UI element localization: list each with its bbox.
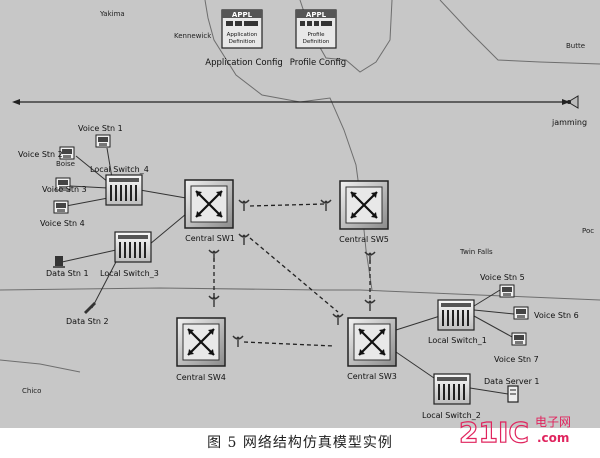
voice-stn-1-label: Voice Stn 1: [78, 124, 123, 133]
city-butte: Butte: [566, 42, 585, 50]
voice-stn-2-label: Voice Stn 2: [18, 150, 63, 159]
voice-stn-6-label: Voice Stn 6: [534, 311, 579, 320]
jamming-node[interactable]: [567, 95, 579, 109]
profile-config-badge: APPL: [306, 11, 327, 19]
voice-stn-5-label: Voice Stn 5: [480, 273, 525, 282]
wired-links: [61, 147, 515, 395]
central-sw5-node[interactable]: [338, 179, 390, 231]
profile-config-line2: Definition: [303, 39, 330, 45]
central-sw3-node[interactable]: [346, 316, 398, 368]
application-config-label: Application Config: [205, 58, 282, 68]
voice-stn-4-node[interactable]: [53, 200, 69, 214]
profile-config-label: Profile Config: [290, 58, 346, 68]
central-sw1-label: Central SW1: [185, 234, 235, 243]
app-config-line1: Application: [227, 32, 258, 38]
data-stn-1-node[interactable]: [53, 256, 65, 268]
central-sw4-node[interactable]: [175, 316, 227, 368]
local-switch-3-label: Local Switch_3: [100, 269, 159, 278]
data-server-1-node[interactable]: [507, 385, 519, 403]
voice-stn-4-label: Voice Stn 4: [40, 219, 85, 228]
jamming-link[interactable]: [12, 99, 570, 105]
voice-stn-3-label: Voice Stn 3: [42, 185, 87, 194]
data-stn-2-label: Data Stn 2: [66, 317, 109, 326]
city-chico: Chico: [22, 387, 41, 395]
map-labels: Yakima Kennewick Butte Boise Twin Falls …: [22, 10, 594, 395]
city-kennewick: Kennewick: [174, 32, 212, 40]
figure-caption: 图 5 网络结构仿真模型实例: [207, 435, 393, 451]
city-twin-falls: Twin Falls: [459, 248, 493, 256]
local-switch-1-node[interactable]: [437, 299, 475, 331]
central-sw5-label: Central SW5: [339, 235, 389, 244]
central-sw1-node[interactable]: [183, 178, 235, 230]
city-poc: Poc: [582, 227, 594, 235]
local-switch-2-node[interactable]: [433, 373, 471, 405]
app-config-line2: Definition: [229, 39, 256, 45]
city-yakima: Yakima: [99, 10, 125, 18]
central-sw4-label: Central SW4: [176, 373, 226, 382]
voice-stn-7-label: Voice Stn 7: [494, 355, 539, 364]
watermark-brand-cn: 电子网: [535, 415, 571, 429]
jamming-label: jamming: [551, 118, 587, 127]
central-sw3-label: Central SW3: [347, 372, 397, 381]
local-switch-1-label: Local Switch_1: [428, 336, 487, 345]
profile-config-line1: Profile: [307, 32, 325, 38]
local-switch-4-node[interactable]: [105, 174, 143, 206]
application-config-node[interactable]: APPL Application Definition: [221, 9, 263, 49]
watermark-domain: .com: [537, 431, 569, 445]
app-config-badge: APPL: [232, 11, 253, 19]
site-watermark: 21IC 电子网 .com: [458, 415, 571, 450]
data-stn-1-label: Data Stn 1: [46, 269, 89, 278]
local-switch-3-node[interactable]: [114, 231, 152, 263]
local-switch-4-label: Local Switch_4: [90, 165, 149, 174]
data-server-1-label: Data Server 1: [484, 377, 540, 386]
voice-stn-7-node[interactable]: [511, 332, 527, 346]
city-boise: Boise: [56, 160, 75, 168]
profile-config-node[interactable]: APPL Profile Definition: [295, 9, 337, 49]
voice-stn-6-node[interactable]: [513, 306, 529, 320]
network-canvas: Yakima Kennewick Butte Boise Twin Falls …: [0, 0, 600, 428]
network-diagram: Yakima Kennewick Butte Boise Twin Falls …: [0, 0, 600, 420]
voice-stn-5-node[interactable]: [499, 284, 515, 298]
data-stn-2-node[interactable]: [84, 302, 96, 314]
watermark-brand: 21IC: [459, 416, 529, 449]
wireless-links: [213, 203, 371, 347]
local-switch-2-label: Local Switch_2: [422, 411, 481, 420]
voice-stn-1-node[interactable]: [95, 134, 111, 148]
